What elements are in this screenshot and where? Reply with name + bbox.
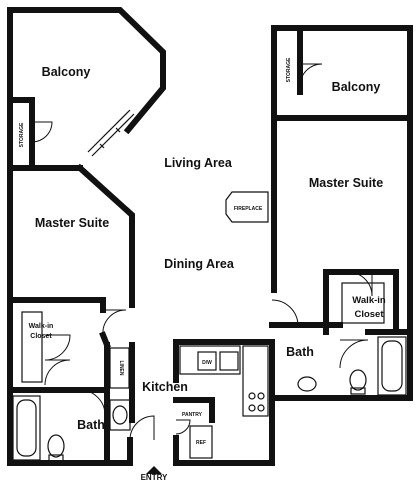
fireplace bbox=[225, 191, 269, 223]
label-master-suite-left: Master Suite bbox=[35, 216, 109, 230]
wall-kitchen-top bbox=[173, 339, 275, 383]
bathtub-right bbox=[377, 336, 407, 396]
linen-closet bbox=[109, 347, 130, 389]
label-linen: LINEN bbox=[118, 361, 124, 376]
sink-left bbox=[112, 405, 128, 425]
label-bath-left: Bath bbox=[77, 418, 105, 432]
fixtures bbox=[12, 191, 407, 462]
label-refrigerator: REF bbox=[196, 440, 206, 446]
wall-kitchen-right bbox=[173, 339, 275, 466]
burner-1 bbox=[248, 392, 256, 400]
label-master-suite-right: Master Suite bbox=[309, 176, 383, 190]
entry-arrow-icon bbox=[146, 466, 162, 474]
burner-4 bbox=[257, 404, 265, 412]
burner-2 bbox=[257, 392, 265, 400]
wall-left-balcony bbox=[7, 7, 166, 171]
door-closet-left-2 bbox=[44, 359, 71, 386]
label-walkin-right-1: Walk-in bbox=[352, 295, 386, 306]
label-balcony-left: Balcony bbox=[42, 65, 91, 79]
door-storage-right bbox=[299, 63, 323, 87]
label-living-area: Living Area bbox=[164, 156, 233, 170]
label-walkin-left-2: Closet bbox=[30, 333, 52, 340]
door-walkin-right bbox=[347, 271, 373, 297]
kitchen-counter-right bbox=[242, 345, 269, 417]
wall-closet-right-upper bbox=[99, 331, 111, 349]
sink-right bbox=[297, 376, 317, 392]
label-storage-right: STORAGE bbox=[286, 57, 292, 82]
door-master-left bbox=[102, 309, 127, 336]
label-kitchen: Kitchen bbox=[142, 380, 188, 394]
door-entry bbox=[129, 415, 155, 441]
vanity-left bbox=[109, 399, 131, 431]
kitchen-sink bbox=[219, 351, 239, 371]
wall-closet-left bbox=[7, 297, 106, 313]
wall-right-balcony bbox=[271, 25, 413, 401]
label-dishwasher: D/W bbox=[202, 360, 212, 366]
wall-left-master-outer bbox=[7, 165, 133, 466]
label-fireplace: FIREPLACE bbox=[234, 206, 263, 212]
label-walkin-right-2: Closet bbox=[354, 309, 384, 320]
label-bath-right: Bath bbox=[286, 345, 314, 359]
closet-shelf-right bbox=[341, 282, 385, 324]
toilet-right-tank bbox=[350, 387, 366, 395]
label-walkin-left-1: Walk-in bbox=[29, 323, 54, 330]
toilet-right bbox=[349, 369, 367, 391]
door-swings bbox=[31, 63, 373, 441]
bathtub-right-inner bbox=[381, 340, 403, 392]
label-pantry: PANTRY bbox=[182, 412, 203, 418]
sliding-door-left bbox=[87, 109, 135, 157]
kitchen-counter-top bbox=[179, 345, 241, 375]
label-entry: ENTRY bbox=[141, 473, 168, 481]
door-bath-right bbox=[271, 299, 299, 326]
room-labels: Balcony Balcony STORAGE STORAGE Living A… bbox=[19, 57, 386, 481]
label-dining-area: Dining Area bbox=[164, 257, 235, 271]
door-bath-left bbox=[79, 389, 106, 416]
bathtub-left-inner bbox=[16, 399, 37, 457]
toilet-left bbox=[47, 434, 65, 458]
walls bbox=[7, 7, 413, 466]
burner-3 bbox=[248, 404, 256, 412]
toilet-left-tank bbox=[48, 454, 64, 462]
closet-shelf-left bbox=[21, 311, 43, 383]
wall-master-right bbox=[75, 163, 135, 308]
door-pantry bbox=[175, 419, 191, 435]
label-balcony-right: Balcony bbox=[332, 80, 381, 94]
sliding-door-master-left bbox=[32, 165, 80, 171]
label-storage-left: STORAGE bbox=[19, 122, 25, 147]
door-storage-left bbox=[31, 121, 53, 143]
door-bath-right-inner bbox=[339, 339, 369, 369]
bathtub-left bbox=[12, 395, 41, 461]
refrigerator bbox=[189, 425, 213, 459]
dishwasher bbox=[197, 351, 217, 371]
